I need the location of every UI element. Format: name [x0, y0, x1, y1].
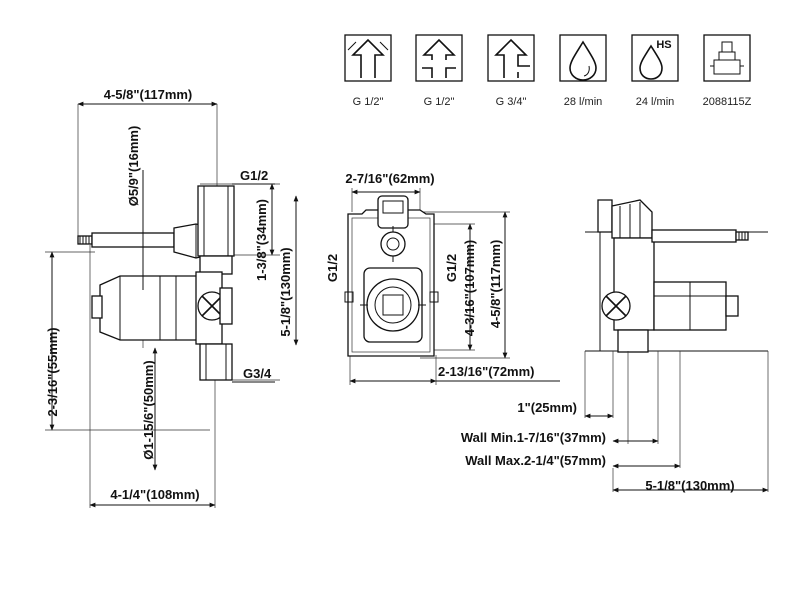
- spec-icons-row: G 1/2" G 1/2" G 3/4" 28 l/min HS 24 l/mi…: [344, 34, 752, 108]
- dim-height-upper: 1-3/8"(34mm): [254, 199, 269, 281]
- dim-front-right-port: G1/2: [444, 254, 459, 282]
- water-drop-hs-icon: HS: [631, 34, 679, 82]
- cartridge-icon: [703, 34, 751, 82]
- dim-outlet-diameter: Ø5/9"(16mm): [126, 126, 141, 207]
- dim-front-left-port: G1/2: [325, 254, 340, 282]
- spec-label-4: 28 l/min: [564, 96, 603, 108]
- dim-top-width: 4-5/8"(117mm): [104, 87, 193, 102]
- dim-body-diameter: Ø1-15/6"(50mm): [141, 360, 156, 459]
- spec-label-3: G 3/4": [496, 96, 527, 108]
- dim-bottom-port: G3/4: [243, 366, 272, 381]
- front-view: 2-7/16"(62mm) G1/2 G1/2 4-3/16"(107mm) 4…: [325, 171, 560, 385]
- dim-top-port: G1/2: [240, 168, 268, 183]
- dim-wall-min: Wall Min.1-7/16"(37mm): [461, 430, 606, 445]
- up-arrow-branch-icon: [415, 34, 463, 82]
- hs-badge: HS: [656, 39, 671, 51]
- dim-front-outer-height: 4-5/8"(117mm): [488, 240, 503, 329]
- dim-total-depth: 5-1/8"(130mm): [645, 478, 734, 493]
- dim-front-bottom-width: 2-13/16"(72mm): [438, 364, 535, 379]
- dim-height-total: 5-1/8"(130mm): [278, 247, 293, 336]
- dim-wall-max: Wall Max.2-1/4"(57mm): [465, 453, 606, 468]
- right-side-view: 1"(25mm) Wall Min.1-7/16"(37mm) Wall Max…: [461, 199, 769, 493]
- dim-bottom-width: 4-1/4"(108mm): [110, 487, 199, 502]
- up-arrow-side-branch-icon: [487, 34, 535, 82]
- dim-front-top-width: 2-7/16"(62mm): [345, 171, 434, 186]
- spec-label-6: 2088115Z: [703, 96, 752, 108]
- dim-depth-1: 1"(25mm): [517, 400, 577, 415]
- dim-side-height: 2-3/16"(55mm): [45, 327, 60, 416]
- left-side-view: 4-5/8"(117mm) Ø5/9"(16mm) G1/2 1-3/8"(34…: [45, 87, 299, 508]
- two-outlet-arrows-icon: [344, 34, 392, 82]
- water-drop-icon: [559, 34, 607, 82]
- spec-label-5: 24 l/min: [636, 96, 675, 108]
- spec-label-2: G 1/2": [424, 96, 455, 108]
- spec-label-1: G 1/2": [353, 96, 384, 108]
- dim-front-inner-height: 4-3/16"(107mm): [462, 240, 477, 337]
